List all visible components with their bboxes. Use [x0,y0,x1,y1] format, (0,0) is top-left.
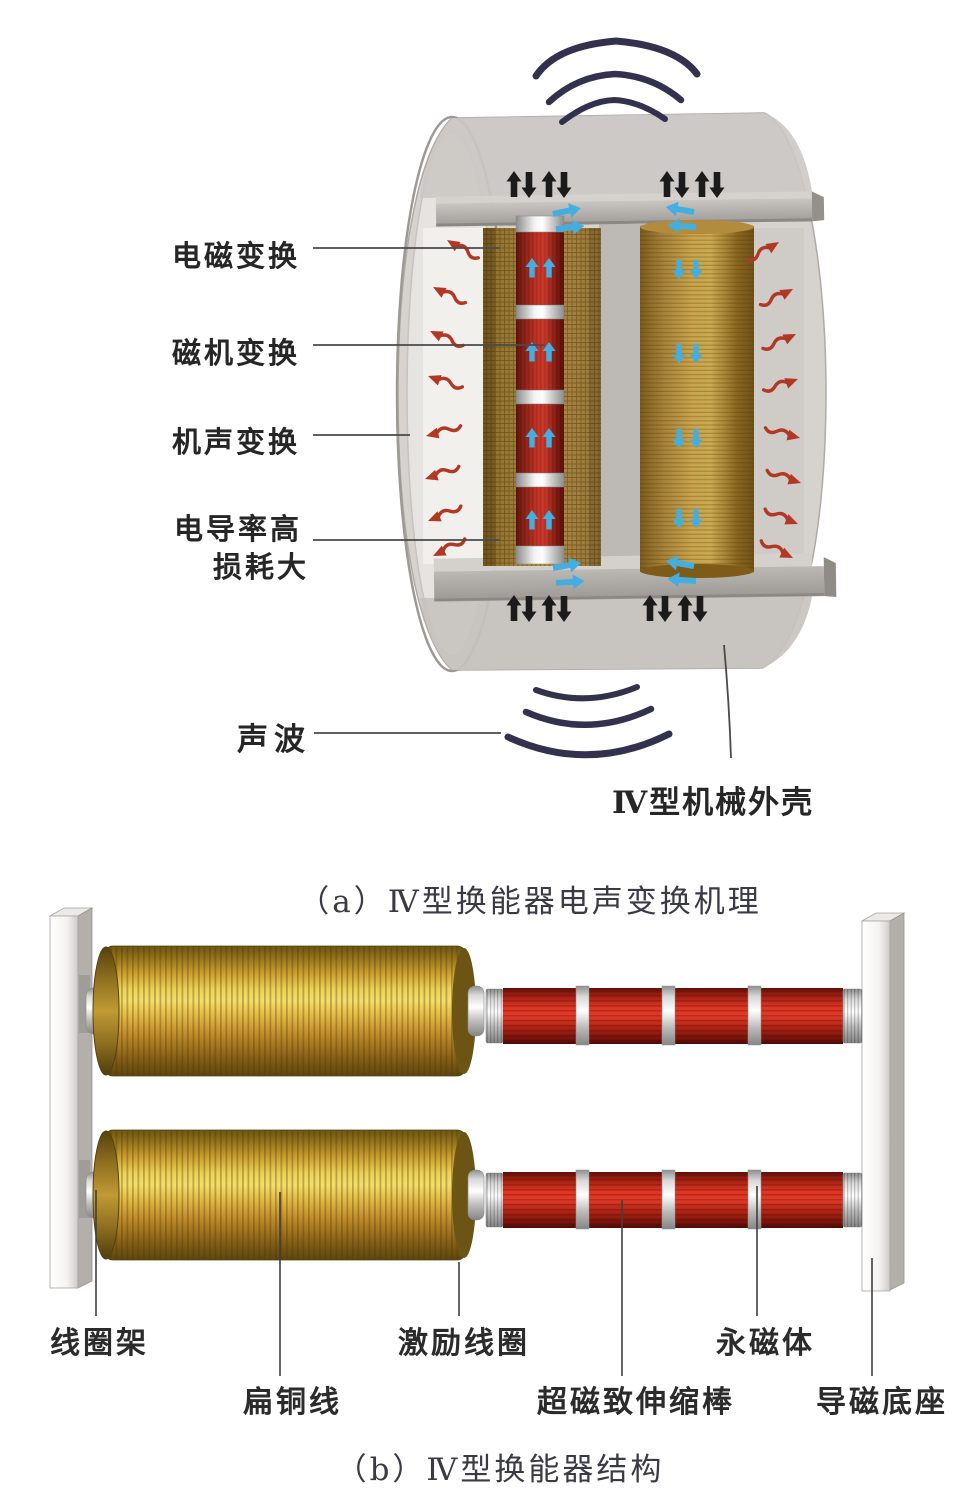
figure-a-drawing [313,37,837,759]
label-magneto-mechanical-conversion: 磁机变换 [172,336,301,370]
label-magnetostrictive-rod: 超磁致伸缩棒 [537,1385,735,1420]
sound-wave-arcs-icon [504,37,701,759]
shell-bottom-band [420,596,812,670]
caption-figure-b: （b）Ⅳ型换能器结构 [335,1452,665,1488]
coil-frame-bar [48,907,94,1289]
label-mechanical-shell: Ⅳ型机械外壳 [612,785,815,821]
magnetostrictive-rod [515,215,565,565]
center-column [599,224,643,568]
figure-b-leader-lines [95,1186,873,1376]
label-high-conductivity: 电导率高 [174,512,303,546]
label-mechano-acoustic-conversion: 机声变换 [172,425,301,459]
figure-b-drawing [48,907,906,1376]
label-magnetic-base: 导磁底座 [816,1385,948,1420]
label-excitation-coil: 激励线圈 [398,1326,530,1361]
label-high-loss: 损耗大 [213,550,310,584]
transducer-assembly-bottom [85,1129,863,1261]
label-coil-frame: 线圈架 [50,1326,149,1361]
figure-a-leader-lines [313,247,732,759]
shell-top-band [420,113,812,198]
label-electromagnetic-conversion: 电磁变换 [172,239,301,273]
magnetic-base-bar [860,912,906,1292]
label-permanent-magnet: 永磁体 [716,1326,815,1361]
transducer-assembly-top [85,945,863,1077]
caption-figure-a: （a）Ⅳ型换能器电声变换机理 [298,884,762,920]
label-flat-copper-wire: 扁铜线 [243,1385,342,1420]
top-plate [435,191,825,227]
shell-interior-right [750,228,804,564]
label-sound-wave: 声波 [237,722,311,758]
